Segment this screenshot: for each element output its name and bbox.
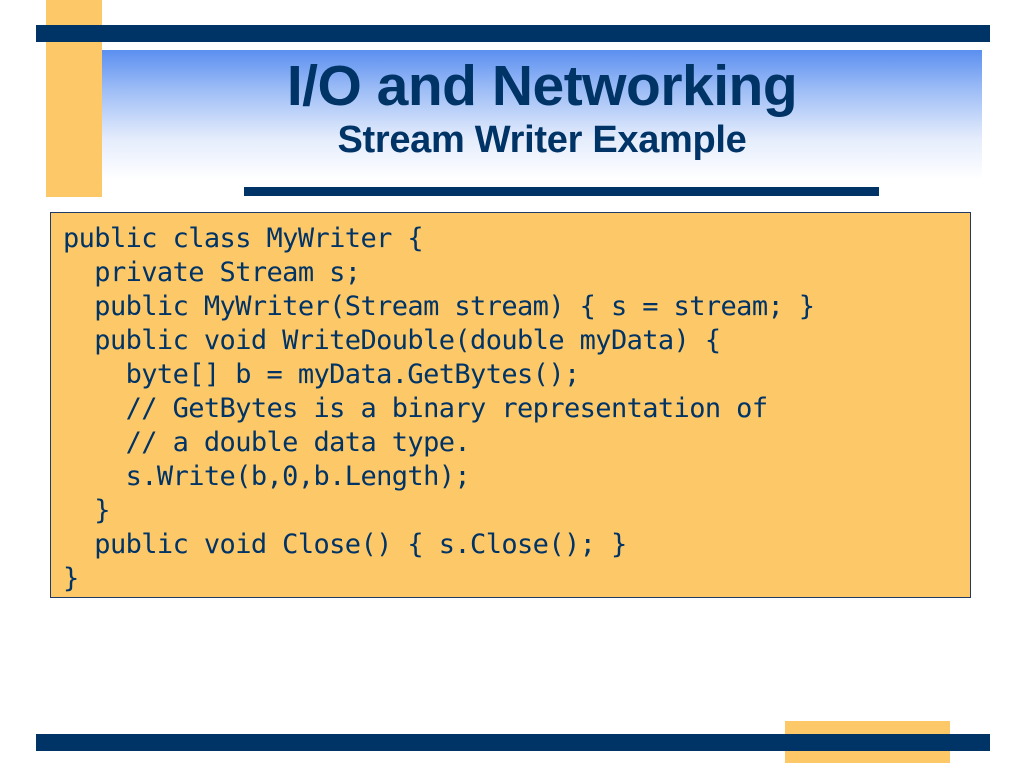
- slide-title: I/O and Networking: [286, 54, 798, 118]
- top-navy-bar: [36, 25, 990, 42]
- code-line: // GetBytes is a binary representation o…: [63, 393, 768, 424]
- code-box: public class MyWriter { private Stream s…: [50, 212, 971, 598]
- code-line: }: [63, 563, 79, 594]
- title-block: I/O and Networking Stream Writer Example: [102, 54, 982, 162]
- code-line: }: [63, 495, 110, 526]
- bottom-navy-bar: [36, 734, 990, 751]
- code-line: public class MyWriter {: [63, 223, 424, 254]
- code-block: public class MyWriter { private Stream s…: [63, 222, 970, 596]
- code-line: public MyWriter(Stream stream) { s = str…: [63, 291, 815, 322]
- code-line: public void WriteDouble(double myData) {: [63, 325, 721, 356]
- code-line: // a double data type.: [63, 427, 471, 458]
- code-line: public void Close() { s.Close(); }: [63, 529, 627, 560]
- code-line: s.Write(b,0,b.Length);: [63, 461, 471, 492]
- code-line: byte[] b = myData.GetBytes();: [63, 359, 581, 390]
- title-gradient-panel: [102, 50, 982, 180]
- title-underline-bar: [244, 187, 879, 196]
- code-line: private Stream s;: [63, 257, 361, 288]
- slide-subtitle: Stream Writer Example: [337, 119, 747, 161]
